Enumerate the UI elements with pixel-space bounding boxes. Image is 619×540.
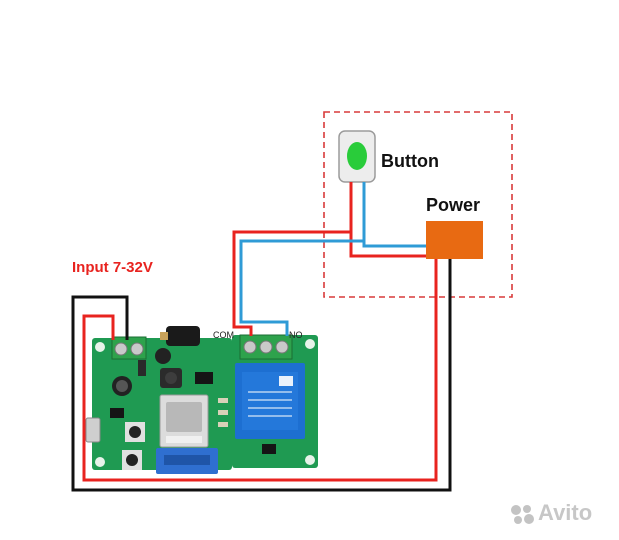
- wifi-module-shield: [166, 402, 202, 432]
- smd-transistor: [262, 444, 276, 454]
- mount-hole: [95, 457, 105, 467]
- smd-chip: [110, 408, 124, 418]
- avito-watermark: Avito: [538, 500, 593, 525]
- wire-black: [71, 259, 452, 492]
- button-label: Button: [381, 151, 439, 171]
- external-button: [338, 130, 376, 183]
- smd-chip: [195, 372, 213, 384]
- diode: [138, 360, 146, 376]
- terminal-screw: [259, 340, 273, 354]
- mount-hole: [95, 342, 105, 352]
- power-supply-box: [426, 221, 483, 259]
- antenna-coil: [166, 326, 200, 346]
- wire-red-com: [232, 230, 426, 336]
- push-button-cap: [126, 454, 138, 466]
- avito-logo-icon: [511, 505, 534, 524]
- mount-hole: [305, 339, 315, 349]
- input-voltage-label: Input 7-32V: [72, 259, 153, 276]
- power-label: Power: [426, 195, 481, 215]
- smd-resistor: [218, 422, 228, 427]
- wifi-antenna-pad: [166, 436, 202, 443]
- capacitor: [155, 348, 171, 364]
- relay-module: [85, 326, 318, 474]
- terminal-screw: [130, 342, 144, 356]
- terminal-screw: [243, 340, 257, 354]
- no-terminal-label: NO: [289, 330, 303, 340]
- antenna-coil-lead: [160, 332, 168, 340]
- relay-logo: [279, 376, 293, 386]
- inductor-core: [165, 372, 177, 384]
- wire-red-input: [82, 259, 438, 482]
- dashed-frame: [323, 111, 513, 298]
- com-terminal-label: COM: [213, 330, 234, 340]
- push-button-cap: [129, 426, 141, 438]
- mount-hole: [305, 455, 315, 465]
- terminal-screw: [275, 340, 289, 354]
- blue-connector-slot: [164, 455, 210, 465]
- wire-blue-no: [239, 239, 426, 336]
- smd-resistor: [218, 410, 228, 415]
- micro-usb-port: [85, 417, 101, 443]
- button-led-icon: [347, 142, 367, 170]
- terminal-screw: [114, 342, 128, 356]
- capacitor-top: [116, 380, 128, 392]
- smd-resistor: [218, 398, 228, 403]
